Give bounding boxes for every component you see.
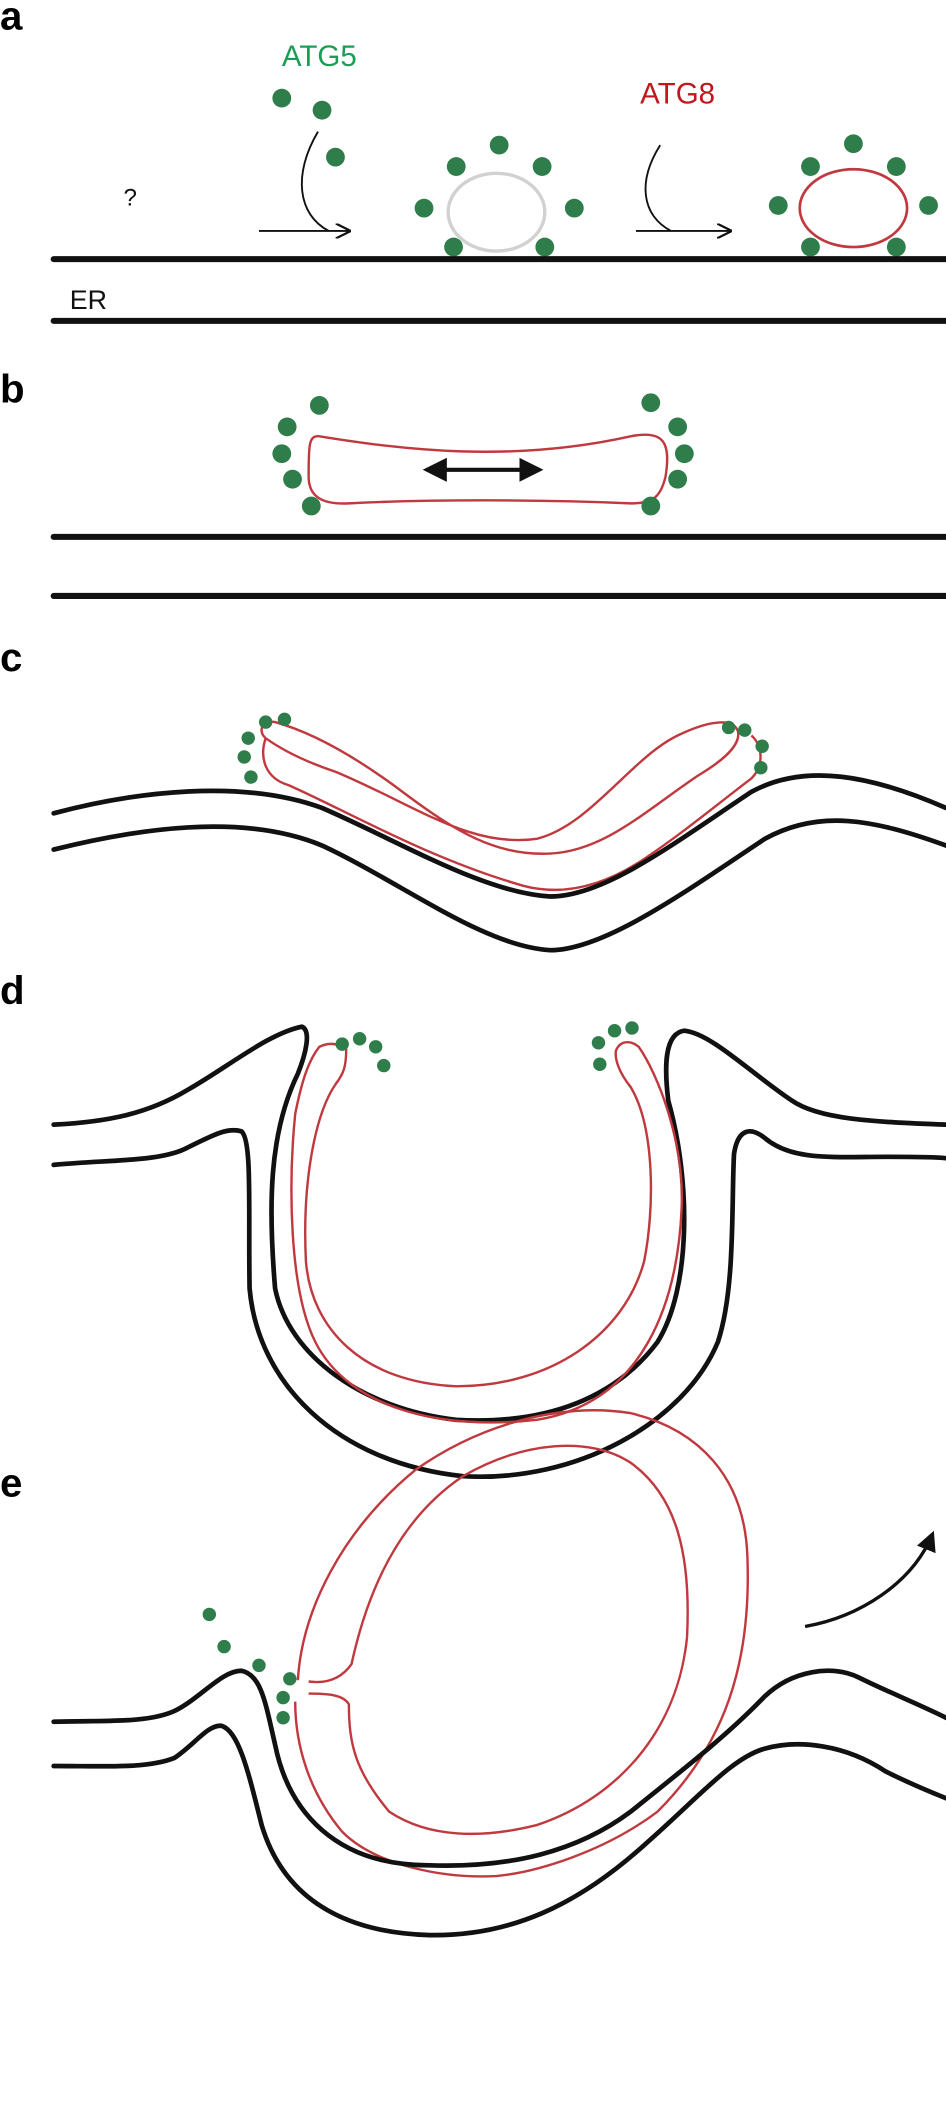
er-membrane-bottom — [51, 1127, 946, 1480]
panel-label-d: d — [0, 968, 25, 1013]
cup-shaped-phagophore — [290, 1041, 684, 1424]
atg5-dot — [277, 712, 292, 727]
atg5-dot — [335, 1037, 349, 1051]
atg5-dot — [309, 396, 329, 415]
er-membrane-bottom — [51, 1723, 946, 1938]
free-atg5-dots — [272, 88, 345, 167]
atg5-dot — [886, 157, 906, 176]
curved-phagophore-outer — [262, 734, 762, 892]
atg5-dot — [625, 1021, 639, 1035]
panel-b: b — [0, 367, 946, 599]
elongated-phagophore — [307, 433, 669, 505]
atg5-dot — [369, 1040, 383, 1054]
atg5-dot — [641, 496, 661, 516]
autophagosome-outer-membrane — [293, 1409, 750, 1878]
atg5-dot — [217, 1639, 231, 1654]
atg5-dot — [801, 157, 820, 176]
atg5-dots — [237, 712, 769, 784]
atg5-dots — [272, 393, 694, 516]
curved-arrow-icon — [804, 1530, 936, 1629]
er-membrane-top — [51, 773, 946, 899]
atg5-dot — [591, 1036, 606, 1050]
er-membrane-top — [51, 1668, 946, 1868]
atg5-dot — [674, 444, 694, 464]
atg5-label: ATG5 — [282, 40, 357, 73]
atg5-dot — [668, 417, 688, 437]
er-label: ER — [70, 285, 107, 315]
curved-phagophore — [260, 720, 740, 855]
panel-label-b: b — [0, 367, 25, 412]
curved-arrow-icon — [300, 131, 330, 232]
atg5-dot — [352, 1032, 367, 1046]
atg5-dot — [721, 720, 736, 735]
grey-vesicle — [446, 171, 547, 253]
question-mark: ? — [123, 184, 136, 211]
atg5-dot — [241, 731, 255, 745]
atg5-dot — [272, 444, 292, 464]
atg5-dot — [283, 1672, 297, 1686]
atg5-dot — [641, 393, 661, 413]
atg5-dots — [335, 1021, 639, 1073]
atg5-dot — [738, 723, 752, 737]
atg5-dot — [237, 750, 251, 764]
panel-d: d — [0, 968, 946, 1480]
atg5-dot — [532, 157, 552, 176]
atg5-dot — [489, 135, 509, 155]
atg5-dot — [252, 1658, 266, 1673]
er-membrane-bottom — [51, 818, 946, 953]
atg5-dot — [801, 237, 820, 257]
atg5-dot — [754, 760, 768, 775]
atg5-dot — [244, 770, 258, 784]
atg5-dot — [768, 196, 788, 215]
atg5-dot — [312, 100, 332, 120]
panel-c: c — [0, 635, 946, 953]
atg5-dot — [919, 196, 938, 215]
atg5-dot — [593, 1057, 607, 1071]
atg5-dot — [326, 147, 345, 167]
atg5-dot — [272, 88, 292, 108]
atg5-dot — [844, 134, 863, 154]
panel-a: a ATG5 ATG8 ? ER — [0, 0, 946, 324]
autophagosome-inner-membrane — [308, 1444, 689, 1836]
atg5-dot — [668, 469, 688, 489]
atg5-dot — [607, 1023, 622, 1038]
atg5-dot — [301, 496, 321, 516]
curved-arrow-icon — [644, 144, 672, 232]
atg8-label: ATG8 — [640, 77, 715, 110]
atg5-dot — [535, 237, 555, 257]
atg5-dot — [886, 237, 906, 257]
atg8-vesicle — [798, 167, 909, 249]
atg5-dot — [276, 1711, 290, 1725]
atg5-dot — [414, 198, 434, 218]
panel-label-e: e — [0, 1460, 22, 1505]
er-membrane-top — [51, 1024, 946, 1423]
vesicle-atg5-dots — [768, 134, 938, 257]
atg5-dot — [277, 417, 297, 437]
atg5-dots — [202, 1607, 297, 1725]
panel-label-c: c — [0, 635, 22, 680]
atg5-dot — [258, 715, 273, 729]
atg5-dot — [283, 469, 302, 489]
vesicle-atg5-dots — [414, 135, 584, 257]
panel-e: e — [0, 1409, 946, 1938]
atg5-dot — [377, 1058, 391, 1073]
atg5-dot — [444, 237, 463, 257]
atg5-dot — [276, 1690, 290, 1705]
atg5-dot — [446, 157, 466, 176]
atg5-dot — [202, 1607, 217, 1622]
atg5-dot — [564, 198, 584, 218]
panel-label-a: a — [0, 0, 23, 39]
atg5-dot — [755, 739, 769, 753]
